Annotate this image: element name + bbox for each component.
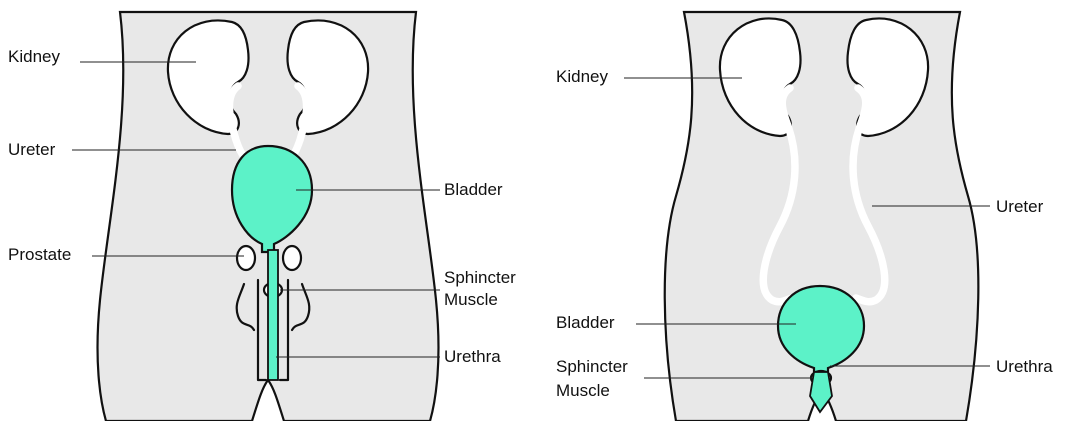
male-right-prostate-lobe <box>283 246 301 270</box>
male-prostate-label: Prostate <box>8 245 71 264</box>
female-ureter-label: Ureter <box>996 197 1044 216</box>
male-sphincter-label-line1: Sphincter <box>444 268 516 287</box>
male-urethra-label: Urethra <box>444 347 501 366</box>
female-urethra-label: Urethra <box>996 357 1053 376</box>
male-urethra <box>268 250 278 380</box>
female-sphincter-label-line2: Muscle <box>556 381 610 400</box>
male-sphincter-label-line2: Muscle <box>444 290 498 309</box>
male-figure <box>98 12 439 421</box>
male-ureter-label: Ureter <box>8 140 56 159</box>
female-kidney-label: Kidney <box>556 67 608 86</box>
male-kidney-label: Kidney <box>8 47 60 66</box>
male-left-prostate-lobe <box>237 246 255 270</box>
female-sphincter-label-line1: Sphincter <box>556 357 628 376</box>
female-figure <box>665 12 979 421</box>
female-bladder-label: Bladder <box>556 313 615 332</box>
male-bladder-label: Bladder <box>444 180 503 199</box>
